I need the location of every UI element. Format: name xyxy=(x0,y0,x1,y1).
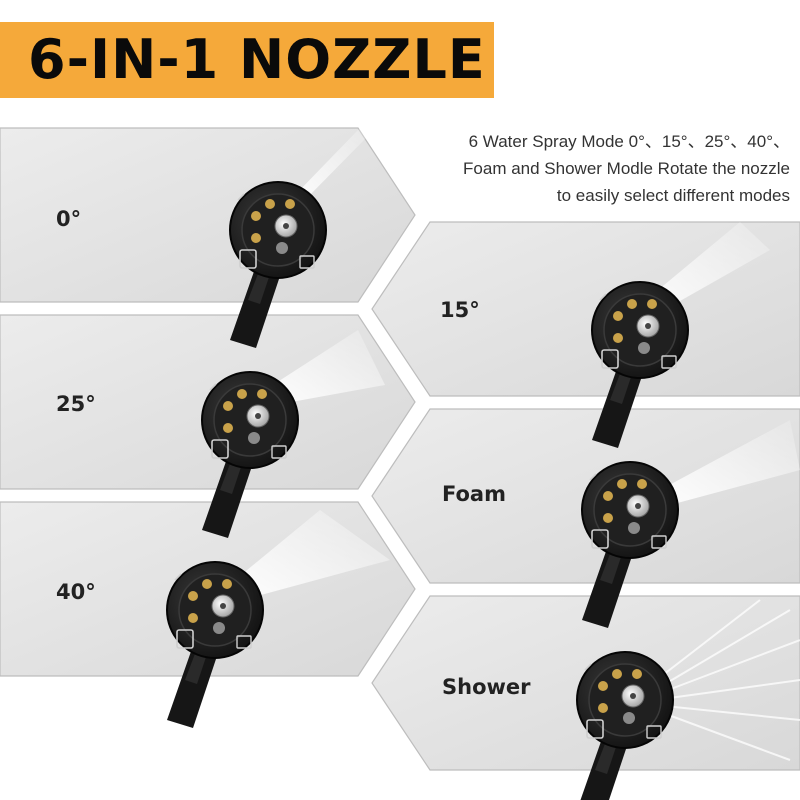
mode-label-25: 25° xyxy=(56,392,96,416)
nozzle-shower xyxy=(576,651,674,800)
spray-40 xyxy=(235,510,390,598)
description-line-2: Foam and Shower Modle Rotate the nozzle xyxy=(463,159,790,178)
title-banner: 6-IN-1 NOZZLE xyxy=(0,22,494,98)
page-title: 6-IN-1 NOZZLE xyxy=(28,28,486,91)
mode-label-15: 15° xyxy=(440,298,480,322)
spray-jet-0 xyxy=(295,128,368,203)
mode-label-40: 40° xyxy=(56,580,96,604)
description: 6 Water Spray Mode 0°、15°、25°、40°、 Foam … xyxy=(370,128,790,209)
mode-label-0: 0° xyxy=(56,207,82,231)
description-line-3: to easily select different modes xyxy=(556,186,790,205)
spray-foam xyxy=(660,420,800,505)
mode-label-shower: Shower xyxy=(442,675,531,699)
description-line-1: 6 Water Spray Mode 0°、15°、25°、40°、 xyxy=(468,132,790,151)
mode-label-foam: Foam xyxy=(442,482,506,506)
spray-shower xyxy=(649,599,800,761)
nozzle-40 xyxy=(166,561,264,729)
spray-25 xyxy=(265,330,385,405)
